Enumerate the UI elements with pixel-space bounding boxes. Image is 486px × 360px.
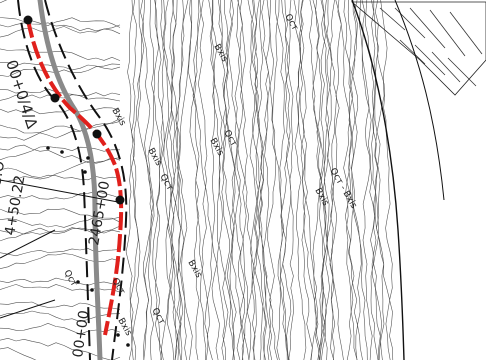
road-edge-right (44, 0, 128, 360)
contour-line (319, 0, 333, 360)
contour-line (223, 0, 246, 360)
contour-line (0, 225, 121, 242)
contour-line (275, 0, 288, 360)
contour-line (321, 0, 334, 360)
contour-line (0, 48, 121, 61)
contour-line (0, 347, 37, 360)
contour-line (0, 121, 121, 141)
boundary-line (351, 0, 405, 360)
contour-line (169, 0, 182, 360)
contour-line (0, 227, 121, 235)
station-points (23, 15, 125, 205)
contour-line (0, 26, 121, 38)
contour-line (0, 22, 121, 32)
contour-line (162, 0, 175, 360)
contour-line (272, 0, 283, 360)
contour-line (169, 0, 193, 360)
contour-line (0, 144, 121, 164)
contour-line (247, 0, 265, 360)
contour-line (0, 216, 121, 228)
contour-line (175, 0, 193, 360)
contour-line (152, 0, 169, 360)
contour-line (343, 0, 358, 360)
contour-line (262, 0, 274, 360)
contour-line (250, 0, 266, 360)
contour-line (128, 0, 145, 360)
contour-line (280, 0, 292, 360)
contour-line (361, 0, 379, 360)
contour-line (143, 0, 159, 360)
contour-line (374, 0, 391, 360)
contour-line (0, 17, 121, 28)
alignment-axis (37, 0, 103, 360)
contour-line (320, 0, 344, 360)
contour-line (284, 0, 294, 360)
contour-line (0, 191, 121, 200)
contour-line (193, 0, 220, 360)
contour-line (343, 0, 368, 360)
contour-line (197, 0, 208, 360)
station-point (23, 15, 33, 25)
contour-line (337, 0, 353, 360)
contour-line (192, 0, 204, 360)
road-centreline (26, 19, 124, 336)
contour-line (298, 0, 313, 360)
contour-line (129, 0, 139, 360)
station-point (50, 93, 60, 103)
contour-line (125, 0, 134, 360)
contour-line (312, 0, 328, 360)
contour-line (174, 0, 185, 360)
hatched-zone (350, 1, 486, 96)
contour-line (351, 0, 362, 360)
contour-line (0, 248, 121, 257)
contour-line (149, 0, 183, 360)
outer-boundary (394, 0, 445, 201)
contour-line (0, 63, 121, 77)
contour-line (0, 277, 121, 286)
contour-line (137, 0, 155, 360)
contour-line (0, 208, 121, 221)
contour-line (208, 0, 226, 360)
contour-line (317, 0, 332, 360)
contour-line (226, 0, 246, 360)
contour-line (204, 0, 218, 360)
terrain-contours (0, 0, 394, 360)
contour-line (160, 0, 179, 360)
contour-line (359, 0, 373, 360)
contour-line (0, 146, 121, 161)
contour-line (210, 0, 229, 360)
contour-line (330, 0, 342, 360)
contour-line (160, 0, 177, 360)
leader-lines (0, 179, 119, 319)
station-label: 00+00 (70, 309, 92, 358)
contour-line (231, 0, 250, 360)
contour-line (246, 0, 260, 360)
small-dots (46, 146, 130, 347)
contour-line (0, 118, 121, 134)
contour-line (0, 107, 121, 115)
contour-line (218, 0, 237, 360)
station-point (92, 129, 102, 139)
station-label: S:O (0, 160, 8, 187)
station-point (115, 195, 125, 205)
contour-line (0, 253, 121, 269)
contour-line (0, 284, 121, 293)
contour-line (0, 62, 121, 71)
contour-line (249, 0, 272, 360)
contour-line (347, 0, 363, 360)
contour-line (371, 0, 381, 360)
contour-line (0, 167, 121, 181)
contour-line (0, 157, 121, 182)
road-edge-left (17, 0, 91, 360)
contour-line (265, 0, 278, 360)
contour-line (236, 0, 256, 360)
contour-line (308, 0, 324, 360)
contour-line (371, 0, 383, 360)
contour-line (0, 92, 121, 101)
contour-line (0, 88, 121, 102)
contour-line (222, 0, 243, 360)
